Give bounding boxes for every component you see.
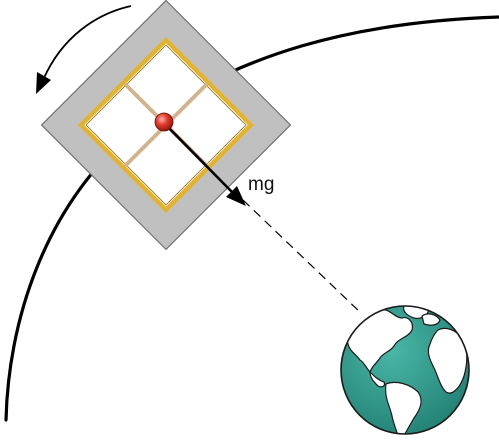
gravity-line-to-earth	[242, 199, 363, 315]
curved-arrow-icon	[36, 5, 132, 94]
mass-ball	[154, 112, 174, 132]
force-label: mg	[248, 174, 274, 195]
globe-icon	[340, 305, 470, 435]
force-arrow	[165, 124, 246, 206]
